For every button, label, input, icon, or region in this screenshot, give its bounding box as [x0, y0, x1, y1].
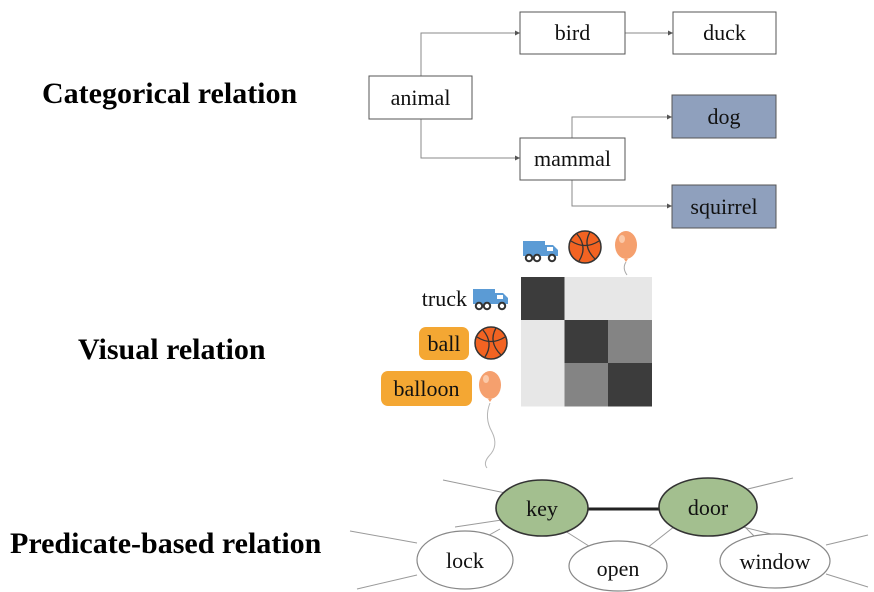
- node-mammal-label: mammal: [534, 146, 611, 171]
- node-window-label: window: [740, 549, 811, 574]
- matrix-cell: [608, 320, 652, 364]
- row-label-ball: ball: [428, 331, 461, 356]
- matrix-cell: [521, 277, 565, 321]
- predicate-relation-title: Predicate-based relation: [10, 527, 322, 560]
- matrix-cell: [564, 363, 609, 407]
- node-dog: dog: [671, 94, 777, 139]
- balloon-icon: [615, 231, 637, 262]
- node-open-label: open: [597, 556, 640, 581]
- matrix-cell: [564, 320, 609, 364]
- matrix-cell: [521, 363, 565, 407]
- ball-tag: [419, 327, 469, 360]
- node-key-label: key: [526, 496, 558, 521]
- node-animal-label: animal: [391, 85, 451, 110]
- node-open: open: [568, 540, 668, 592]
- node-duck-label: duck: [703, 20, 746, 45]
- ball-icon: [474, 326, 508, 360]
- node-dog-label: dog: [708, 104, 741, 129]
- node-window: window: [719, 533, 831, 589]
- node-squirrel-label: squirrel: [690, 194, 757, 219]
- truck-icon: [472, 288, 509, 311]
- categorical-relation-title: Categorical relation: [42, 77, 298, 110]
- taxonomy-connectors: [420, 30, 673, 209]
- balloon-icon: [479, 371, 501, 402]
- node-animal: animal: [368, 75, 473, 120]
- node-key: key: [495, 479, 589, 537]
- node-door: door: [658, 477, 758, 537]
- matrix-cell: [608, 277, 652, 321]
- node-mammal: mammal: [519, 137, 626, 181]
- matrix-cell: [521, 320, 565, 364]
- balloon-string: [484, 402, 496, 469]
- visual-relation-title: Visual relation: [78, 333, 266, 366]
- balloon-tag: [381, 371, 472, 406]
- node-lock-label: lock: [446, 548, 484, 573]
- node-bird: bird: [519, 11, 626, 55]
- ball-icon: [568, 230, 602, 264]
- node-door-label: door: [688, 495, 729, 520]
- node-duck: duck: [672, 11, 777, 55]
- row-label-truck: truck: [422, 286, 467, 311]
- node-squirrel: squirrel: [671, 184, 777, 229]
- similarity-matrix: [521, 277, 652, 407]
- row-label-balloon: balloon: [394, 376, 460, 401]
- node-bird-label: bird: [555, 20, 590, 45]
- truck-icon: [522, 240, 559, 263]
- node-lock: lock: [416, 530, 514, 590]
- matrix-cell: [564, 277, 609, 321]
- matrix-cell: [608, 363, 652, 407]
- balloon-string: [623, 261, 628, 276]
